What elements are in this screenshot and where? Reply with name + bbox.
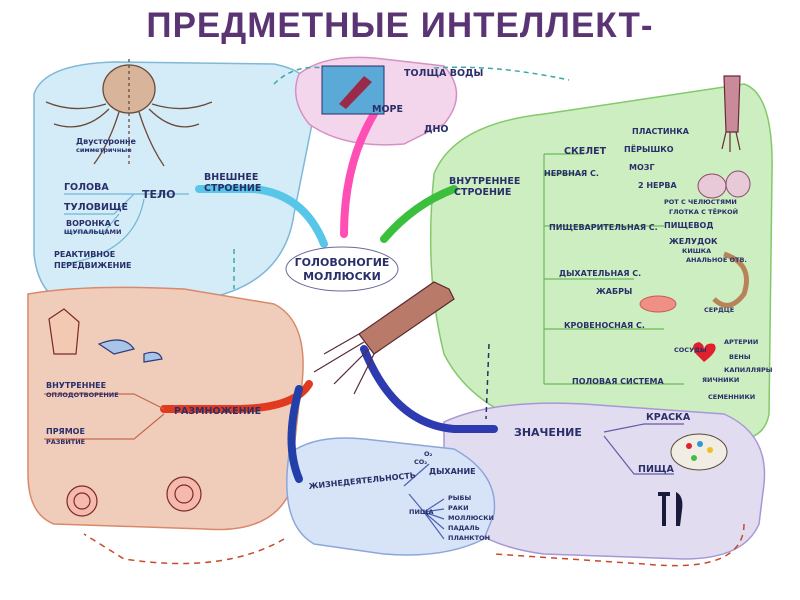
- digestive-label: ПИЩЕВАРИТЕЛЬНАЯ С.: [549, 223, 658, 232]
- octopus-drawing: [45, 59, 213, 167]
- cycle-arrow-right: [485, 343, 490, 420]
- skeleton-label: СКЕЛЕТ: [564, 146, 607, 157]
- mollusks-label: МОЛЛЮСКИ: [448, 514, 494, 522]
- vessels-label: СОСУДЫ: [674, 346, 707, 354]
- water-label: ТОЛЩА ВОДЫ: [404, 68, 483, 79]
- sea-label: МОРЕ: [372, 104, 403, 115]
- life-sub-branches: [403, 463, 445, 540]
- pharynx-label: ГЛОТКА С ТЁРКОЙ: [669, 207, 738, 216]
- brain-drawing: [697, 170, 751, 199]
- center-label-line1: ГОЛОВОНОГИЕ: [295, 256, 390, 269]
- significance-sub-branches: [603, 423, 684, 475]
- habitat-squid: [339, 76, 372, 109]
- reproduction-sub-branches: [44, 393, 165, 440]
- reproduction-title: РАЗМНОЖЕНИЕ: [174, 406, 261, 417]
- inner-fert-line1: ВНУТРЕННЕЕ: [46, 381, 106, 390]
- arteries-label: АРТЕРИИ: [724, 338, 758, 346]
- esophagus-label: ПИЩЕВОД: [664, 221, 713, 230]
- capillaries-label: КАПИЛЛЯРЫ: [724, 366, 773, 374]
- body-label: ТЕЛО: [142, 188, 176, 201]
- bubble-life-activity: [286, 437, 496, 556]
- branch-external: [195, 185, 328, 248]
- direct-dev-line1: ПРЯМОЕ: [46, 427, 85, 436]
- reproductive-label: ПОЛОВАЯ СИСТЕМА: [572, 377, 664, 386]
- significance-title: ЗНАЧЕНИЕ: [514, 426, 582, 439]
- internal-sub-branches: [543, 153, 684, 385]
- nerves-label: 2 НЕРВА: [638, 181, 677, 190]
- brain-label: МОЗГ: [629, 163, 655, 172]
- o2-label: O₂: [424, 450, 433, 458]
- center-label-line2: МОЛЛЮСКИ: [303, 270, 381, 283]
- branch-life: [287, 385, 303, 483]
- intestine-drawing: [712, 251, 749, 308]
- circulatory-label: КРОВЕНОСНАЯ С.: [564, 321, 645, 330]
- branch-significance: [360, 345, 498, 433]
- symmetry-label-line1: Двусторонне: [76, 137, 137, 146]
- cycle-arrow-top-right: [433, 66, 570, 81]
- fork-knife-drawing: [658, 492, 683, 526]
- inner-fert-line2: ОПЛОДОТВОРЕНИЕ: [46, 391, 119, 399]
- cycle-arrow-bottom-left: [83, 533, 285, 565]
- torso-label: ТУЛОВИЩЕ: [64, 202, 128, 213]
- branch-reproduction: [160, 380, 313, 413]
- symmetry-label-line2: симметричные: [76, 146, 132, 154]
- center-node: [285, 246, 399, 292]
- anal-label: АНАЛЬНОЕ ОТВ.: [686, 256, 747, 264]
- bottom-label: ДНО: [424, 124, 449, 135]
- testes-label: СЕМЕННИКИ: [708, 393, 755, 401]
- direct-dev-line2: РАЗВИТИЕ: [46, 438, 85, 446]
- internal-title-line1: ВНУТРЕННЕЕ: [449, 176, 520, 187]
- squid-drawing-center: [313, 281, 455, 395]
- mouth-label: РОТ С ЧЕЛЮСТЯМИ: [664, 198, 737, 206]
- co2-label: CO₂: [414, 458, 427, 466]
- plate-label: ПЛАСТИНКА: [632, 127, 690, 136]
- carrion-label: ПАДАЛЬ: [448, 524, 480, 532]
- veins-label: ВЕНЫ: [729, 353, 751, 361]
- head-label: ГОЛОВА: [64, 182, 109, 193]
- sub-branches: [63, 193, 189, 265]
- jet-label-line1: РЕАКТИВНОЕ: [54, 250, 115, 259]
- crayfish-label: РАКИ: [448, 504, 469, 512]
- gills-drawing: [639, 295, 677, 313]
- internal-title-line2: СТРОЕНИЕ: [454, 187, 511, 198]
- cuttlefish-drawing: [97, 339, 163, 363]
- nautilus-drawing-1: [66, 485, 98, 517]
- slide-title: ПРЕДМЕТНЫЕ ИНТЕЛЛЕКТ-: [146, 6, 654, 45]
- respiratory-label: ДЫХАТЕЛЬНАЯ С.: [559, 269, 641, 278]
- cycle-arrow-top: [273, 66, 325, 85]
- nautilus-drawing-2: [166, 476, 202, 512]
- funnel-label-line2: ЩУПАЛЬЦАМИ: [64, 228, 121, 236]
- cycle-arrow-bottom: [493, 523, 745, 567]
- heart-label: СЕРДЦЕ: [704, 306, 734, 314]
- nervous-label: НЕРВНАЯ С.: [544, 169, 599, 178]
- branch-habitat: [340, 110, 378, 238]
- external-title-line1: ВНЕШНЕЕ: [204, 172, 258, 183]
- breathing-label: ДЫХАНИЕ: [429, 467, 476, 476]
- cephalopod-face-drawing: [48, 308, 80, 355]
- funnel-label-line1: ВОРОНКА С: [66, 219, 120, 228]
- plankton-label: ПЛАНКТОН: [448, 534, 490, 542]
- food-label-life: ПИЩА: [409, 508, 434, 516]
- heart-drawing: [693, 342, 716, 362]
- external-title-line2: СТРОЕНИЕ: [204, 183, 261, 194]
- squid-drawing-small: [721, 75, 741, 152]
- quill-label: ПЁРЫШКО: [624, 144, 674, 154]
- branch-internal: [380, 185, 458, 243]
- paint-label: КРАСКА: [646, 412, 691, 423]
- fish-label: РЫБЫ: [448, 494, 471, 502]
- intestine-label: КИШКА: [682, 247, 711, 255]
- ovaries-label: ЯИЧНИКИ: [702, 376, 739, 384]
- jet-label-line2: ПЕРЕДВИЖЕНИЕ: [54, 261, 132, 270]
- food-label: ПИЩА: [638, 464, 674, 475]
- palette-drawing: [670, 433, 728, 471]
- mind-map: ГОЛОВОНОГИЕ МОЛЛЮСКИ ТОЛЩА ВОДЫ МОРЕ ДНО…: [27, 56, 773, 567]
- stomach-label: ЖЕЛУДОК: [669, 237, 718, 246]
- gills-label: ЖАБРЫ: [596, 287, 632, 296]
